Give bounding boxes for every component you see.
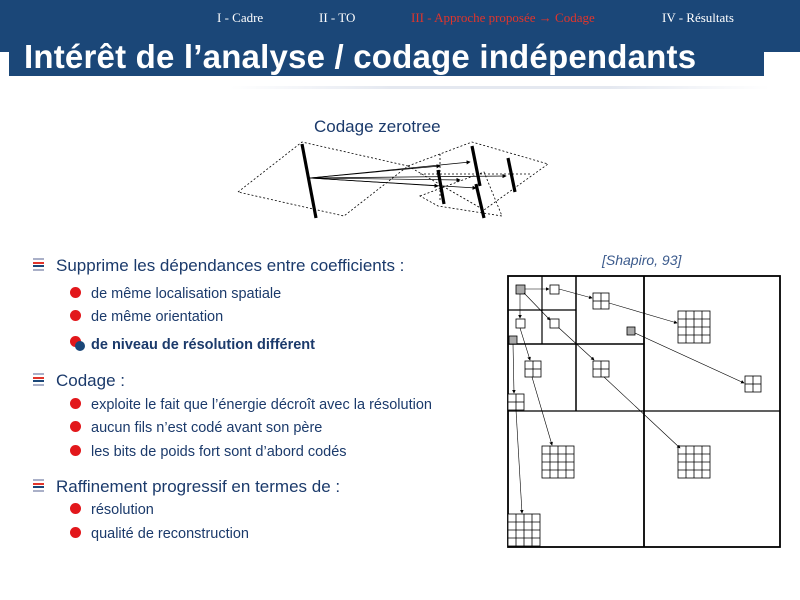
bullet-1-sub-2: de même orientation [91,309,224,325]
title-divider [230,86,770,89]
bullet-1: Supprime les dépendances entre coefficie… [56,256,405,275]
sub-bullet-dot [70,287,81,298]
citation: [Shapiro, 93] [602,252,682,268]
bullet-2: Codage : [56,371,125,390]
sub-bullet-dot [70,503,81,514]
figure-caption: Codage zerotree [314,117,441,136]
bullet-3-sub-1: résolution [91,502,154,518]
bullet-2-sub-3: les bits de poids fort sont d’abord codé… [91,444,347,460]
bullet-3-sub-2: qualité de reconstruction [91,526,249,542]
nav-item-to[interactable]: II - TO [319,10,356,25]
sub-bullet-dot [70,398,81,409]
nav-item-approche[interactable]: III - Approche proposée → Codage [411,10,595,25]
zerotree-diagram [237,141,549,219]
nav-item-cadre[interactable]: I - Cadre [217,10,264,25]
bullet-1-sub-3: de niveau de résolution différent [91,337,315,353]
bullet-3: Raffinement progressif en termes de : [56,477,341,496]
nav-item-resultats[interactable]: IV - Résultats [662,10,734,25]
bullet-1-sub-1: de même localisation spatiale [91,286,282,302]
title-box [9,38,764,76]
bullet-2-sub-2: aucun fils n’est codé avant son père [91,420,323,436]
sub-bullet-dot [70,527,81,538]
wavelet-tree-diagram [507,275,781,548]
sub-bullet-dot [70,310,81,321]
bullet-marker [33,258,44,271]
sub-bullet-dot [70,445,81,456]
section-nav: I - Cadre II - TO III - Approche proposé… [0,10,800,26]
slide-title: Intérêt de l’analyse / codage indépendan… [24,38,697,75]
bullet-marker [33,373,44,386]
bullet-2-sub-1: exploite le fait que l’énergie décroît a… [91,397,432,413]
sub-bullet-dot [70,421,81,432]
sub-bullet-dot-highlight [75,341,85,351]
bullet-marker [33,479,44,492]
